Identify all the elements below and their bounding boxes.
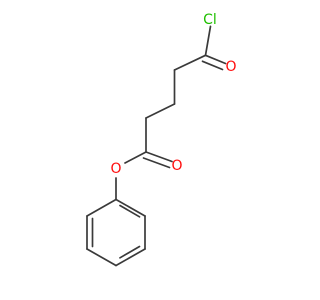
structure-canvas: Cl O O O: [86, 12, 237, 267]
bond-c1-o-double-b: [201, 60, 224, 71]
ring-bond-1: [115, 198, 146, 217]
ester-oxygen-label: O: [110, 161, 121, 177]
bond-c5-o-ester: [124, 151, 147, 164]
chlorine-label: Cl: [203, 12, 217, 28]
bonds: [86, 25, 227, 267]
atom-labels: Cl O O O: [110, 12, 236, 177]
ring-inner-double-1: [119, 204, 141, 218]
bond-c3-c4: [145, 103, 176, 119]
bond-c1-c2: [173, 54, 207, 71]
bond-c1-cl: [204, 25, 212, 57]
bond-c5-o-double-a: [145, 151, 173, 163]
ring-bond-4: [86, 248, 117, 267]
bond-c1-o-double-a: [204, 54, 227, 65]
acyl-chloride-oxygen-label: O: [225, 59, 236, 75]
ester-carbonyl-oxygen-label: O: [171, 158, 182, 174]
molecule-diagram: Cl O O O: [86, 12, 237, 267]
ring-bond-6: [86, 198, 117, 217]
ring-inner-double-2: [119, 245, 141, 259]
bond-c5-o-double-b: [142, 157, 171, 169]
ring-bond-3: [115, 248, 146, 267]
